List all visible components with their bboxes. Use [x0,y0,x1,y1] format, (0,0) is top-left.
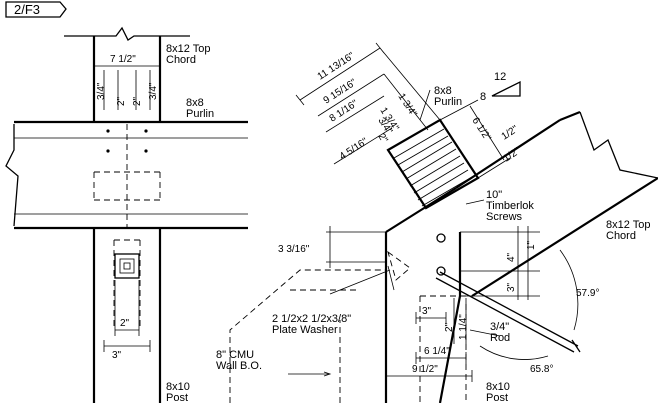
label-purlin-right-2: Purlin [434,96,462,108]
label-post-left-1: 8x10 [166,381,190,393]
label-screws-2: Timberlok [486,200,534,212]
right-section: 12 8 11 13/16" 9 15/16" 8 1/16" 4 5/16" … [216,42,658,403]
purlin-section [386,118,480,210]
dim-1-14: 1 1/4" [458,314,469,340]
detail-tag: 2/F3 [5,1,67,18]
label-post-left-2: Post [166,392,188,403]
dim-6-14: 6 1/4" [424,346,450,357]
dim-left-bottom: 3" [112,350,122,361]
label-rod-1: 3/4" [490,321,509,333]
dim-left-34a: 3/4" [96,82,107,100]
dim-left-34b: 3/4" [148,82,159,100]
label-screws-3: Screws [486,211,523,223]
dim-left-2a: 2" [116,96,127,106]
slope-run: 8 [480,91,486,103]
dim-3-3-16: 3 3/16" [278,244,310,255]
label-top-chord-right-2: Chord [606,230,636,242]
dim-12a: 1/2" [500,124,521,143]
dim-1-34b: 1 3/4" [395,92,419,120]
dim-3v: 3" [506,282,517,292]
label-washer-1: 2 1/2x2 1/2x3/8" [272,313,351,325]
label-cmu-2: Wall B.O. [216,360,262,372]
label-top-chord-left-1: 8x12 Top [166,43,210,55]
left-elevation: 7 1/2" 3/4" 2" 2" 3/4" 2" 3" 8x12 Top Ch… [5,26,248,403]
label-screws-1: 10" [486,189,502,201]
label-top-chord-right-1: 8x12 Top [606,219,650,231]
dim-4-5-16: 4 5/16" [338,136,371,163]
dim-left-washer: 2" [120,318,130,329]
label-top-chord-left-2: Chord [166,54,196,66]
dim-6-12: 6 1/2" [469,116,493,144]
dim-3h: 3" [422,306,432,317]
slope-rise: 12 [494,71,506,83]
dim-2v: 2" [444,322,455,332]
dim-ang-57: 57.9° [576,288,599,299]
label-purlin-left-2: Purlin [186,108,214,120]
label-post-right-2: Post [486,392,508,403]
dim-left-2b: 2" [132,96,143,106]
label-post-right-1: 8x10 [486,381,510,393]
label-purlin-right-1: 8x8 [434,85,452,97]
dim-9-12: 9 1/2" [412,364,438,375]
label-cmu-1: 8" CMU [216,349,254,361]
label-rod-2: Rod [490,332,510,344]
detail-tag-text: 2/F3 [14,2,40,17]
dim-4: 4" [506,252,517,262]
dim-ang-65: 65.8° [530,364,553,375]
dim-1: 1" [526,240,537,250]
dim-left-width: 7 1/2" [110,54,136,65]
label-washer-2: Plate Washer [272,324,338,336]
dim-12b: 1/2" [502,146,523,165]
label-purlin-left-1: 8x8 [186,97,204,109]
